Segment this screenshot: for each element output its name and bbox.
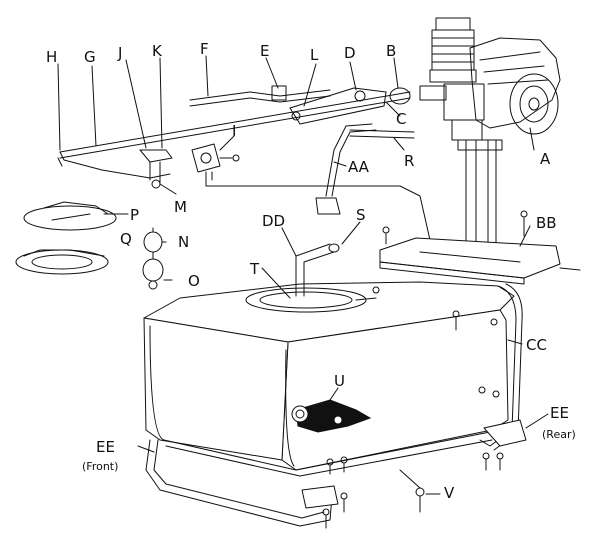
label-ee-front: EE xyxy=(96,438,115,456)
label-f: F xyxy=(200,40,209,58)
label-j: J xyxy=(117,44,122,62)
label-r: R xyxy=(404,152,414,170)
labels: H G J K F E L D B A C R I M AA P Q N O D… xyxy=(46,40,576,502)
label-l: L xyxy=(310,46,319,64)
filter-assembly xyxy=(15,201,164,290)
engine xyxy=(419,17,561,245)
label-a: A xyxy=(540,150,551,168)
label-aa: AA xyxy=(348,158,370,176)
label-ee-rear: EE xyxy=(550,404,569,422)
label-g: G xyxy=(84,48,96,66)
label-o: O xyxy=(188,272,200,290)
label-m: M xyxy=(174,198,187,216)
tank-straps xyxy=(145,283,527,529)
label-c: C xyxy=(396,110,406,128)
label-i: I xyxy=(232,122,236,140)
label-q: Q xyxy=(120,230,132,248)
label-s: S xyxy=(356,206,366,224)
label-bb: BB xyxy=(536,214,557,232)
label-h: H xyxy=(46,48,57,66)
label-dd: DD xyxy=(262,212,285,230)
label-n: N xyxy=(178,233,189,251)
label-d: D xyxy=(344,44,356,62)
label-front: (Front) xyxy=(82,460,118,473)
label-v: V xyxy=(444,484,455,502)
fuel-tank xyxy=(143,243,515,471)
leader-lines xyxy=(57,55,549,495)
label-cc: CC xyxy=(526,336,547,354)
mount-plate xyxy=(379,210,581,285)
label-t: T xyxy=(249,260,260,278)
label-e: E xyxy=(260,42,269,60)
label-p: P xyxy=(130,206,139,224)
label-rear: (Rear) xyxy=(542,428,576,441)
label-k: K xyxy=(152,42,163,60)
label-u: U xyxy=(334,372,345,390)
label-b: B xyxy=(386,42,396,60)
throttle-linkage xyxy=(57,85,431,241)
